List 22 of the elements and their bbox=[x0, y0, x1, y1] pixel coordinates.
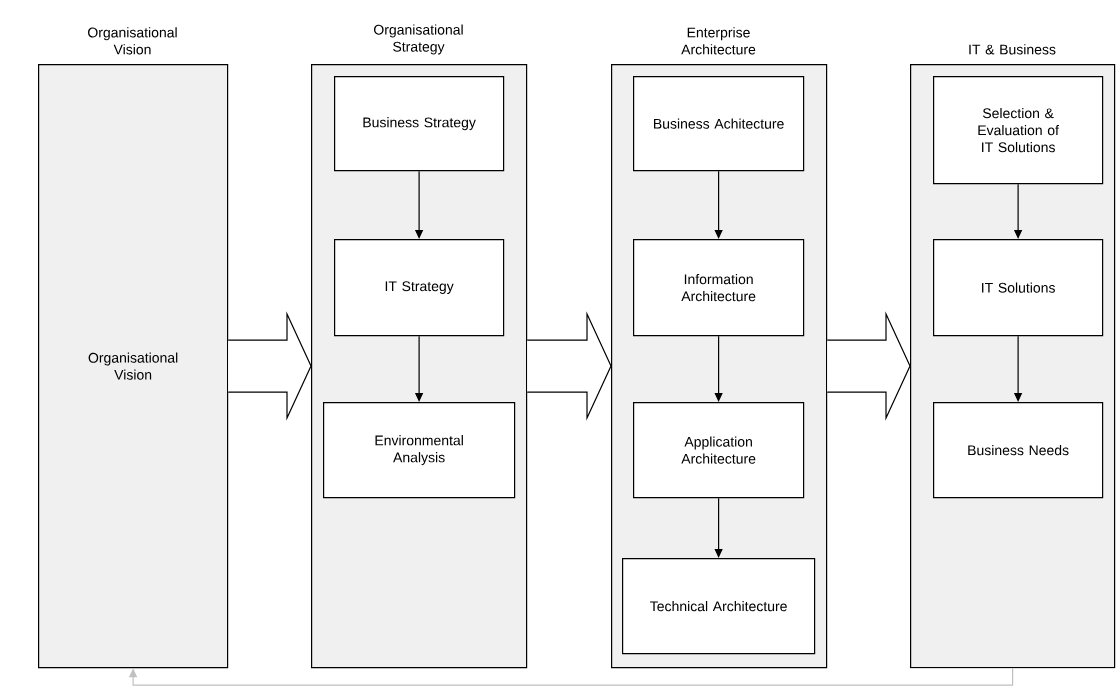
process-box: Application Architecture bbox=[633, 402, 805, 499]
column-heading: Organisational Strategy bbox=[374, 24, 463, 55]
column-heading: Enterprise Architecture bbox=[681, 27, 756, 55]
column-panel: Organisational Vision Organisational Vision bbox=[38, 27, 229, 669]
block-arrow bbox=[227, 311, 312, 421]
process-box: Environmental Analysis bbox=[323, 402, 516, 499]
arrow bbox=[128, 667, 1014, 686]
process-box: IT Strategy bbox=[334, 239, 505, 337]
arrow bbox=[714, 335, 723, 402]
arrow bbox=[714, 170, 723, 239]
process-box: Business Achitecture bbox=[633, 76, 805, 172]
process-box: Technical Architecture bbox=[622, 558, 816, 655]
block-arrow bbox=[826, 311, 911, 421]
process-box: Business Strategy bbox=[334, 76, 505, 172]
arrow bbox=[714, 497, 723, 558]
process-box: IT Solutions bbox=[933, 239, 1104, 337]
process-box: Business Needs bbox=[933, 402, 1104, 499]
process-box: Information Architecture bbox=[633, 239, 805, 337]
process-box: Selection & Evaluation of IT Solutions bbox=[933, 76, 1104, 185]
block-arrow bbox=[526, 311, 612, 421]
column-heading: IT & Business bbox=[969, 44, 1056, 55]
column-heading: Organisational Vision bbox=[88, 27, 177, 55]
